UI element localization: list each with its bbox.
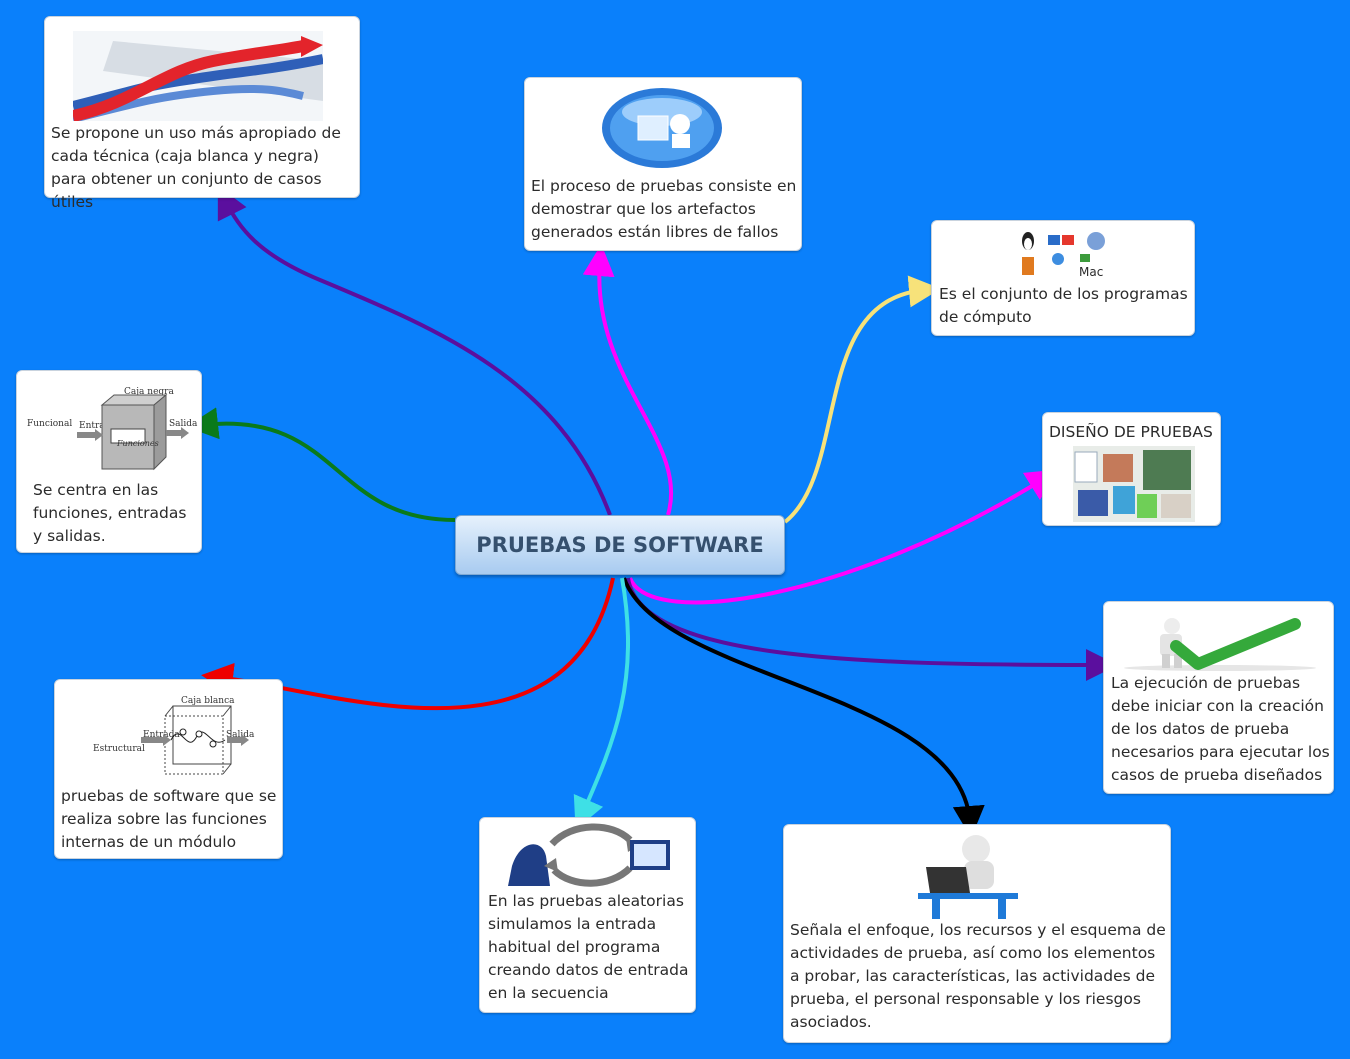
link-conjunto (783, 275, 941, 524)
node-caja-negra-text: Se centra en las funciones, entradas y s… (33, 481, 187, 545)
node-proceso[interactable]: El proceso de pruebas consiste en demost… (524, 77, 802, 251)
link-aleatorias (573, 577, 630, 830)
os-logos-image (1022, 232, 1105, 275)
caja-blanca-diagram-out: Salida (226, 730, 255, 740)
node-aleatorias[interactable]: En las pruebas aleatorias simulamos la e… (479, 817, 696, 1013)
node-propuesta[interactable]: Se propone un uso más apropiado de cada … (44, 16, 360, 211)
test-design-collage-image (1073, 446, 1195, 522)
caja-blanca-diagram-left: Estructural (93, 744, 145, 754)
testing-badge-icon (602, 88, 722, 168)
caja-blanca-diagram-title: Caja blanca (181, 696, 235, 706)
caja-blanca-diagram-in: Entrada (143, 730, 180, 740)
link-plan (622, 577, 985, 838)
arrows-crossing-wall-image (73, 31, 323, 121)
node-diseno-title: DISEÑO DE PRUEBAS (1049, 423, 1213, 441)
node-caja-blanca[interactable]: Caja blanca Estructural Entrada Salida p… (54, 679, 283, 859)
node-aleatorias-text: En las pruebas aleatorias simulamos la e… (488, 892, 689, 1002)
node-propuesta-text: Se propone un uso más apropiado de cada … (51, 124, 341, 211)
caja-negra-diagram-left: Funcional (27, 419, 73, 429)
checkmark-figure-image (1124, 618, 1316, 671)
link-ejecucion (626, 577, 1118, 681)
link-diseno (628, 469, 1059, 605)
node-conjunto[interactable]: Mac Es el conjunto de los programas de c… (931, 220, 1195, 336)
node-plan[interactable]: Señala el enfoque, los recursos y el esq… (783, 824, 1171, 1043)
black-box-diagram-icon (77, 393, 189, 471)
link-caja-negra (186, 407, 456, 522)
central-topic[interactable]: PRUEBAS DE SOFTWARE (455, 515, 785, 575)
mac-label: Mac (1079, 265, 1104, 279)
caja-negra-diagram-box: Funciones (117, 439, 159, 448)
caja-negra-diagram-in: Entrada (79, 421, 116, 431)
link-propuesta (217, 185, 612, 516)
node-ejecucion[interactable]: La ejecución de pruebas debe iniciar con… (1103, 601, 1334, 794)
node-conjunto-text: Es el conjunto de los programas de cómpu… (939, 285, 1188, 326)
caja-negra-diagram-title: Caja negra (124, 387, 174, 397)
node-caja-negra[interactable]: Caja negra Funcional Entrada Salida Func… (16, 370, 202, 553)
node-plan-text: Señala el enfoque, los recursos y el esq… (790, 921, 1166, 1031)
person-at-laptop-image (918, 835, 1018, 919)
random-cycle-image (508, 823, 670, 887)
link-proceso (582, 244, 674, 516)
node-ejecucion-text: La ejecución de pruebas debe iniciar con… (1111, 674, 1330, 784)
caja-negra-diagram-out: Salida (169, 419, 198, 429)
white-box-diagram-icon (141, 705, 249, 775)
node-diseno[interactable]: DISEÑO DE PRUEBAS (1042, 412, 1221, 526)
node-proceso-text: El proceso de pruebas consiste en demost… (531, 177, 797, 241)
node-caja-blanca-text: pruebas de software que se realiza sobre… (61, 787, 277, 851)
